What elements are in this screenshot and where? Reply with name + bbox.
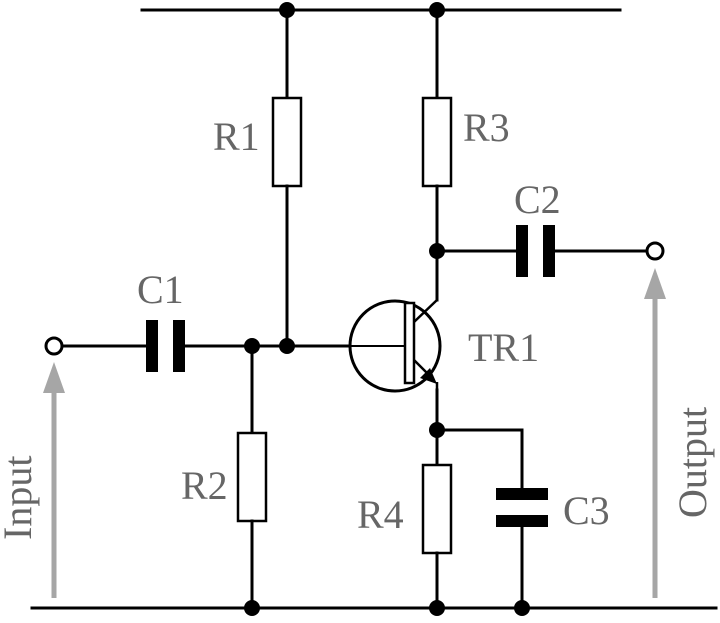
c1-label: C1 bbox=[137, 267, 184, 312]
junction-node bbox=[279, 338, 295, 354]
junction-node bbox=[429, 2, 445, 18]
c3-capacitor bbox=[435, 428, 548, 610]
junction-nodes bbox=[244, 2, 530, 616]
r1-label: R1 bbox=[213, 114, 260, 159]
junction-node bbox=[429, 243, 445, 259]
output-label: Output bbox=[670, 407, 715, 518]
input-label: Input bbox=[0, 456, 40, 540]
junction-node bbox=[429, 422, 445, 438]
input-terminal bbox=[44, 336, 64, 356]
output-terminal bbox=[645, 241, 665, 261]
junction-node bbox=[429, 600, 445, 616]
output-arrow bbox=[644, 268, 666, 598]
r1-resistor bbox=[271, 8, 303, 348]
c3-label: C3 bbox=[563, 488, 610, 533]
tr1-transistor bbox=[348, 299, 442, 393]
c1-capacitor bbox=[52, 320, 352, 372]
r4-label: R4 bbox=[357, 492, 404, 537]
c2-label: C2 bbox=[514, 177, 561, 222]
r2-label: R2 bbox=[181, 463, 228, 508]
junction-node bbox=[279, 2, 295, 18]
junction-node bbox=[244, 600, 260, 616]
input-arrow bbox=[43, 362, 65, 598]
r2-resistor bbox=[236, 344, 268, 610]
c2-capacitor bbox=[435, 225, 654, 277]
r3-label: R3 bbox=[463, 105, 510, 150]
junction-node bbox=[514, 600, 530, 616]
tr1-label: TR1 bbox=[468, 325, 539, 370]
r4-resistor bbox=[421, 463, 453, 610]
junction-node bbox=[244, 338, 260, 354]
